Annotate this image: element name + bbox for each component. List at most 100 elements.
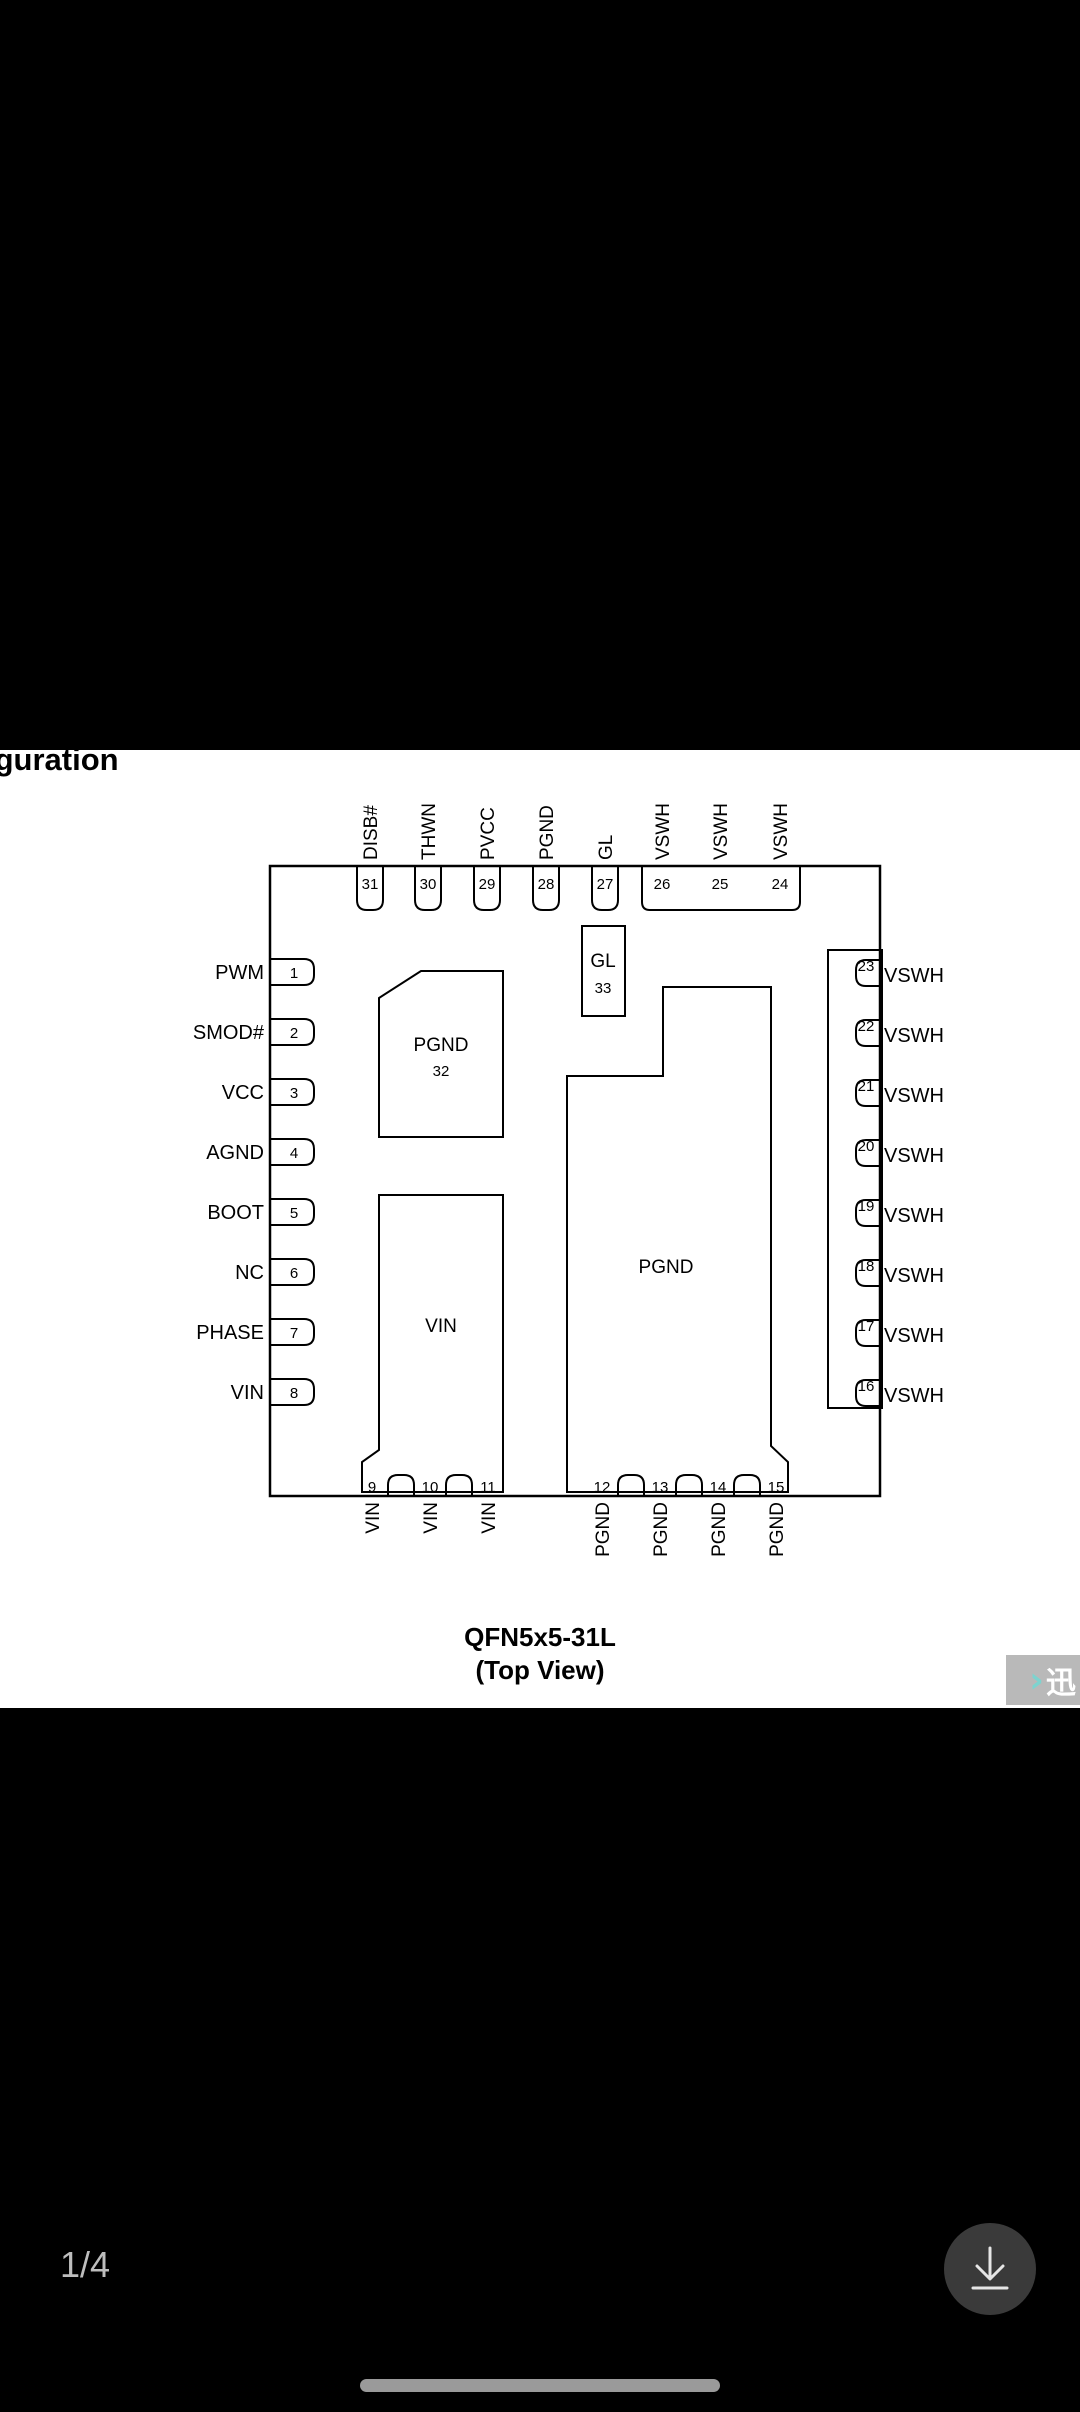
left-pin-outline [270,1138,315,1166]
bottom-pin-name: VIN [421,1502,442,1534]
top-pin-outline [532,866,560,911]
top-pin-name: DISB# [361,805,382,860]
right-pin-number: 16 [858,1378,875,1395]
gl-pad-num: 33 [595,980,612,997]
right-pin-outline [855,1199,880,1227]
vswh-top-bar [641,866,801,911]
left-pin-outline [270,1018,315,1046]
top-pin-number: 25 [712,876,729,893]
left-pin-name: NC [235,1262,264,1284]
bottom-pin-name: VIN [479,1502,500,1534]
top-pin-outline [473,866,501,911]
bottom-pin-number: 9 [368,1479,376,1496]
vswh-bar [827,949,883,1409]
watermark-badge: › 迅 [1006,1655,1080,1705]
section-heading: iguration [0,742,119,777]
right-pin-number: 18 [858,1258,875,1275]
left-pin-name: VIN [231,1382,264,1404]
bottom-pin-number: 13 [652,1479,669,1496]
right-pin-number: 17 [858,1318,875,1335]
left-pin-name: PWM [215,962,264,984]
left-pin-number: 7 [290,1325,298,1342]
gl-pad [581,925,626,1017]
bottom-pin-name: PGND [593,1502,614,1557]
bottom-pin-number: 15 [768,1479,785,1496]
left-pin-number: 2 [290,1025,298,1042]
right-pin-number: 19 [858,1198,875,1215]
pgnd-large-pad [566,986,789,1493]
gl-pad-name: GL [590,951,615,972]
pgnd32-pad [378,970,504,1138]
right-pin-name: VSWH [884,965,944,987]
top-pin-name: PVCC [478,807,499,860]
top-pin-number: 26 [654,876,671,893]
pin-configuration-diagram: GL 33 PGND 32 VIN PGND 1 PWM 2 SMOD# 3 VCC 4 AG… [193,803,944,1557]
document-page[interactable]: GL 33 PGND 32 VIN PGND 1 PWM 2 SMOD# 3 VCC 4 AG… [0,750,1080,1708]
right-pin-name: VSWH [884,1265,944,1287]
top-pin-name: PGND [537,805,558,860]
top-pin-number: 29 [479,876,496,893]
bottom-pin-name: VIN [363,1502,384,1534]
right-pin-name: VSWH [884,1085,944,1107]
page-indicator: 1/4 [60,2244,111,2285]
vin-pad-name: VIN [425,1316,457,1337]
right-pin-outline [855,959,880,987]
bottom-pin-notch [445,1474,473,1496]
top-pin-name: VSWH [771,803,792,860]
right-pin-outline [855,1079,880,1107]
right-pin-outline [855,1019,880,1047]
left-pin-name: PHASE [196,1322,264,1344]
pgnd32-pad-num: 32 [433,1063,450,1080]
top-pin-outline [414,866,442,911]
bottom-pin-number: 12 [594,1479,611,1496]
bottom-pin-number: 10 [422,1479,439,1496]
pgnd-large-pad-name: PGND [639,1257,694,1278]
bottom-pin-number: 14 [710,1479,727,1496]
package-outline [268,864,882,1498]
right-pin-name: VSWH [884,1325,944,1347]
bottom-pin-notch [675,1474,703,1496]
left-pin-number: 5 [290,1205,298,1222]
left-pin-name: SMOD# [193,1022,265,1044]
bottom-pin-name: PGND [709,1502,730,1557]
bottom-pin-notch [733,1474,761,1496]
top-pin-number: 31 [362,876,379,893]
home-indicator-bar[interactable] [360,2379,720,2392]
left-pin-outline [270,1198,315,1226]
top-pin-outline [356,866,384,911]
right-pin-outline [855,1379,880,1407]
bottom-pin-number: 11 [480,1479,496,1496]
bottom-pin-name: PGND [651,1502,672,1557]
left-pin-number: 1 [290,965,298,982]
right-pin-number: 22 [858,1018,875,1035]
top-pin-number: 27 [597,876,614,893]
left-pin-name: AGND [206,1142,264,1164]
top-pin-name: THWN [419,803,440,860]
left-pin-number: 4 [290,1145,298,1162]
right-pin-number: 21 [858,1078,875,1095]
left-pin-number: 8 [290,1385,298,1402]
bottom-pin-notch [617,1474,645,1496]
pgnd32-pad-name: PGND [414,1035,469,1056]
top-pin-outline [591,866,619,911]
chevron-right-icon: › [1029,1659,1044,1701]
left-pin-number: 6 [290,1265,298,1282]
package-caption: QFN5x5-31L [464,1622,616,1652]
top-pin-number: 28 [538,876,555,893]
download-button[interactable] [944,2223,1036,2315]
left-pin-outline [270,1078,315,1106]
bottom-pin-notch [387,1474,415,1496]
right-pin-outline [855,1139,880,1167]
bottom-pin-name: PGND [767,1502,788,1557]
right-pin-number: 23 [858,958,875,975]
left-pin-outline [270,1378,315,1406]
left-pin-outline [270,958,315,986]
top-pin-number: 30 [420,876,437,893]
left-pin-name: VCC [222,1082,264,1104]
package-view-caption: (Top View) [475,1655,605,1685]
right-pin-outline [855,1259,880,1287]
left-pin-number: 3 [290,1085,298,1102]
right-pin-number: 20 [858,1138,875,1155]
top-pin-name: VSWH [711,803,732,860]
left-pin-name: BOOT [207,1202,264,1224]
